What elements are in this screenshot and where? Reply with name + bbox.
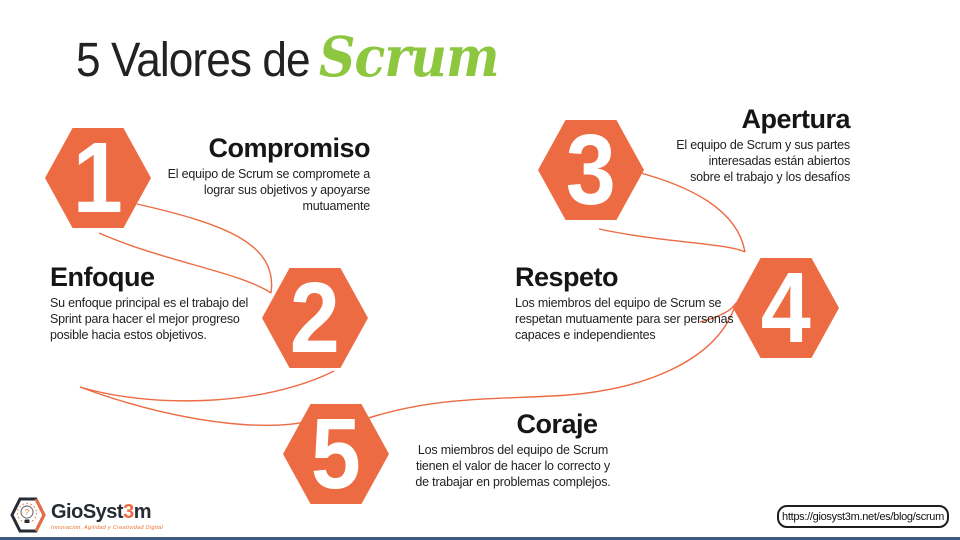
value-description: Los miembros del equipo de Scrum tienen …: [415, 443, 611, 490]
value-card-apertura: Apertura El equipo de Scrum y sus partes…: [620, 104, 850, 185]
bottom-accent-bar: [0, 537, 960, 540]
value-number-2: 2: [289, 262, 341, 374]
swash-3b: [598, 228, 746, 253]
brand-prefix: GioSyst: [51, 501, 124, 523]
hexagon-5: 5: [283, 404, 389, 504]
value-card-enfoque: Enfoque Su enfoque principal es el traba…: [50, 262, 280, 343]
value-description: Su enfoque principal es el trabajo del S…: [50, 296, 249, 343]
brand-accent: 3: [123, 501, 134, 523]
value-number-5: 5: [310, 398, 362, 510]
swash-2b: [79, 386, 328, 427]
value-card-respeto: Respeto Los miembros del equipo de Scrum…: [515, 262, 745, 343]
value-card-compromiso: Compromiso El equipo de Scrum se comprom…: [140, 133, 371, 214]
hexagon-1: 1: [45, 128, 151, 228]
brand-suffix: m: [133, 501, 152, 523]
hexagon-4: 4: [733, 258, 839, 358]
logo-text-group: GioSyst3m Innovación, Agilidad y Creativ…: [51, 494, 163, 536]
swash-2a: [79, 370, 335, 402]
value-title: Enfoque: [50, 262, 155, 292]
value-description: El equipo de Scrum y sus partes interesa…: [676, 138, 850, 185]
page-title-text: 5 Valores de: [76, 34, 311, 87]
logo-hexagon-lightbulb-icon: ?: [10, 497, 46, 533]
value-title: Coraje: [516, 409, 598, 439]
value-number-1: 1: [72, 122, 124, 234]
value-card-coraje: Coraje Los miembros del equipo de Scrum …: [398, 409, 628, 490]
value-number-3: 3: [565, 114, 617, 226]
value-title: Compromiso: [208, 133, 370, 163]
giosyst3m-logo: ? GioSyst3m Innovación, Agilidad y Creat…: [10, 494, 163, 536]
blog-url-link[interactable]: https://giosyst3m.net/es/blog/scrum: [777, 505, 949, 528]
brand-tagline: Innovación, Agilidad y Creatividad Digit…: [51, 525, 164, 531]
brand-name: GioSyst3m: [51, 502, 163, 522]
page-title-highlight: Scrum: [318, 24, 500, 89]
value-title: Respeto: [515, 262, 619, 292]
value-title: Apertura: [741, 104, 850, 134]
value-number-4: 4: [760, 252, 812, 364]
svg-text:?: ?: [25, 508, 30, 517]
value-description: Los miembros del equipo de Scrum se resp…: [515, 296, 734, 343]
value-description: El equipo de Scrum se compromete a logra…: [167, 167, 371, 214]
